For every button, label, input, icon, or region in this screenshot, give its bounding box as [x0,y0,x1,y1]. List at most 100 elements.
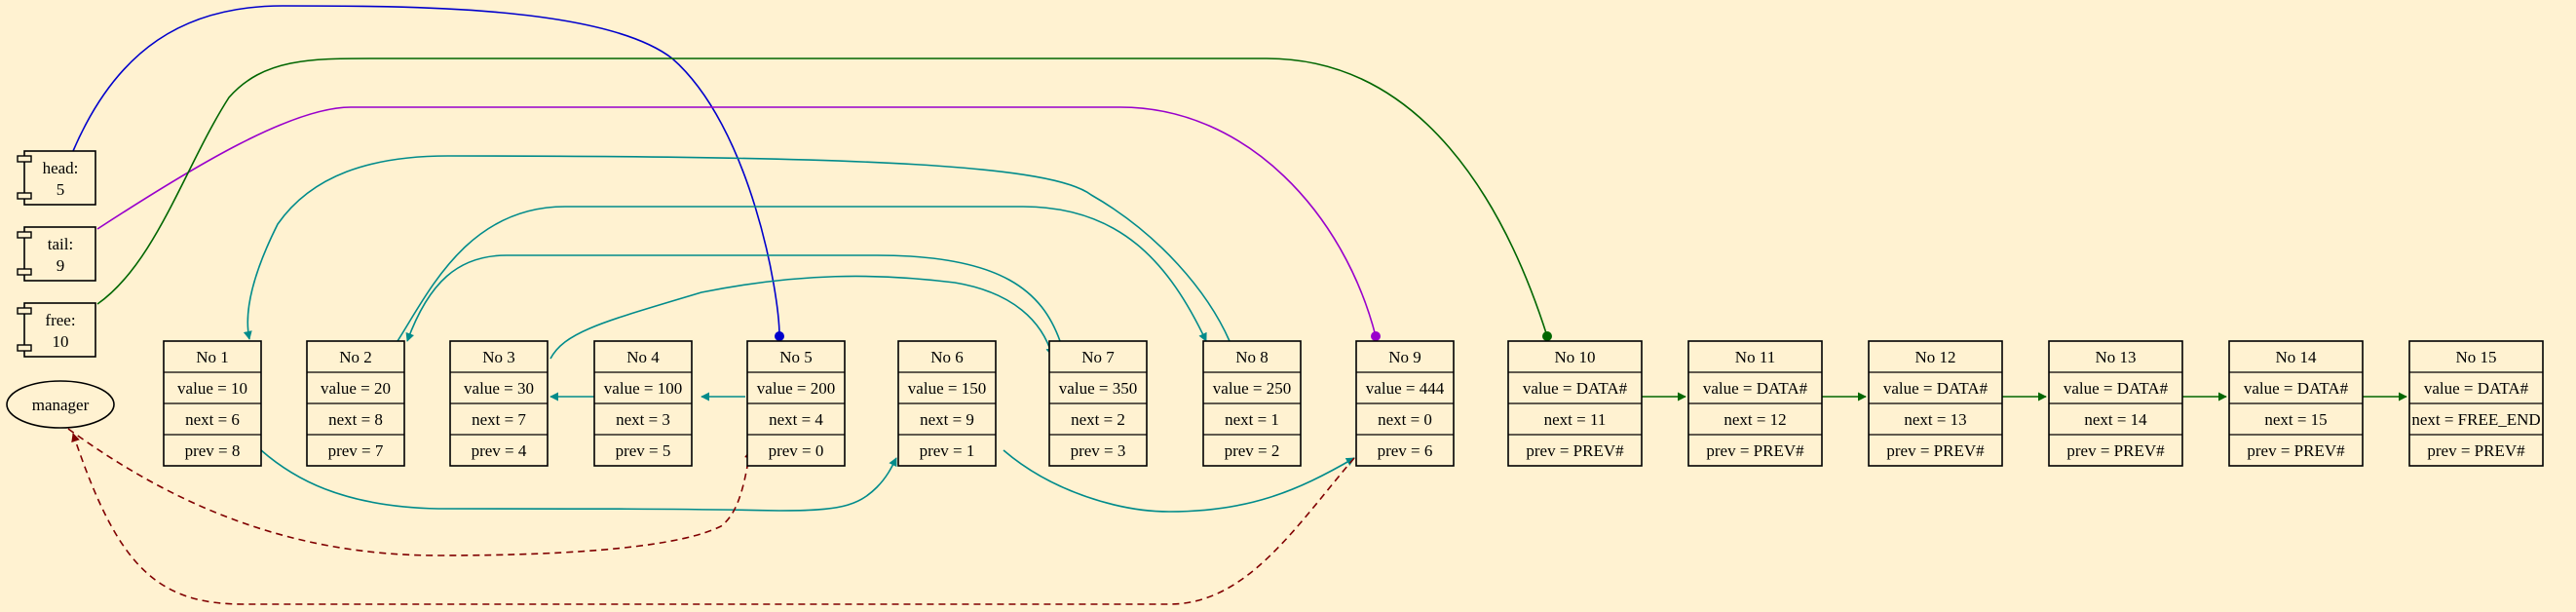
node-7-prev: prev = 3 [1071,441,1126,460]
node-12-label: No 12 [1914,348,1955,366]
manager-to-node9 [71,433,1355,605]
link-3-7 [549,275,1055,360]
node-9-label: No 9 [1388,348,1421,366]
node-7-next: next = 2 [1071,410,1125,429]
link-2-8 [397,206,1207,342]
node-3-label: No 3 [482,348,515,366]
head-edge [72,5,784,341]
link-2-1 [243,155,1231,342]
node-2-prev: prev = 7 [328,441,384,460]
node-12-value: value = DATA# [1883,379,1989,398]
node-11-next: next = 12 [1724,410,1786,429]
list-node-10: No 10 value = DATA# next = 11 prev = PREV# [1507,340,1643,467]
manager-node: manager [6,380,115,429]
list-node-7: No 7 value = 350 next = 2 prev = 3 [1048,340,1148,467]
head-pointer-value: 5 [57,180,65,199]
node-4-value: value = 100 [604,379,682,398]
node-14-prev: prev = PREV# [2247,441,2345,460]
link-6-9 [1003,449,1355,513]
node-4-prev: prev = 5 [616,441,671,460]
list-node-5: No 5 value = 200 next = 4 prev = 0 [746,340,846,467]
node-1-value: value = 10 [177,379,247,398]
node-15-label: No 15 [2455,348,2496,366]
node-10-prev: prev = PREV# [1526,441,1624,460]
node-6-label: No 6 [930,348,964,366]
node-14-value: value = DATA# [2244,379,2349,398]
node-3-value: value = 30 [464,379,534,398]
list-node-6: No 6 value = 150 next = 9 prev = 1 [897,340,997,467]
tail-edge [96,106,1381,341]
free-pointer-name: free: [45,311,75,329]
list-node-13: No 13 value = DATA# next = 14 prev = PREV# [2048,340,2183,467]
node-12-prev: prev = PREV# [1886,441,1985,460]
list-node-14: No 14 value = DATA# next = 15 prev = PREV# [2228,340,2364,467]
node-1-prev: prev = 8 [185,441,241,460]
node-11-prev: prev = PREV# [1706,441,1804,460]
node-11-label: No 11 [1735,348,1775,366]
node-2-label: No 2 [339,348,372,366]
free-edge [96,57,1552,341]
node-7-value: value = 350 [1059,379,1137,398]
node-8-value: value = 250 [1213,379,1291,398]
head-pointer-name: head: [43,159,79,177]
node-4-label: No 4 [626,348,660,366]
manager-label: manager [32,396,90,414]
node-3-prev: prev = 4 [472,441,527,460]
list-node-1: No 1 value = 10 next = 6 prev = 8 [163,340,262,467]
list-node-2: No 2 value = 20 next = 8 prev = 7 [306,340,405,467]
node-15-prev: prev = PREV# [2427,441,2525,460]
node-8-prev: prev = 2 [1225,441,1280,460]
node-5-value: value = 200 [757,379,835,398]
node-11-value: value = DATA# [1703,379,1808,398]
free-pointer: free: 10 [17,302,96,358]
node-6-next: next = 9 [920,410,974,429]
node-5-next: next = 4 [769,410,823,429]
node-2-next: next = 8 [328,410,383,429]
list-node-3: No 3 value = 30 next = 7 prev = 4 [449,340,549,467]
node-5-prev: prev = 0 [769,441,824,460]
list-node-9: No 9 value = 444 next = 0 prev = 6 [1355,340,1455,467]
node-10-value: value = DATA# [1523,379,1628,398]
list-node-8: No 8 value = 250 next = 1 prev = 2 [1202,340,1302,467]
edges [67,5,2407,605]
link-3-2 [405,254,1061,342]
node-5-label: No 5 [779,348,813,366]
node-14-label: No 14 [2275,348,2317,366]
node-14-next: next = 15 [2264,410,2327,429]
pointer-boxes: head: 5 tail: 9 free: 10 [17,150,96,358]
node-15-next: next = FREE_END [2411,410,2540,429]
list-node-4: No 4 value = 100 next = 3 prev = 5 [593,340,693,467]
node-6-prev: prev = 1 [920,441,975,460]
free-pointer-value: 10 [53,332,69,351]
node-6-value: value = 150 [908,379,986,398]
tail-pointer-name: tail: [48,235,73,253]
node-13-value: value = DATA# [2064,379,2169,398]
tail-pointer: tail: 9 [17,226,96,282]
node-8-next: next = 1 [1225,410,1279,429]
tail-pointer-value: 9 [57,256,65,275]
list-node-12: No 12 value = DATA# next = 13 prev = PREV# [1868,340,2003,467]
node-10-label: No 10 [1554,348,1595,366]
node-10-next: next = 11 [1544,410,1607,429]
link-1-6 [260,449,897,512]
node-13-prev: prev = PREV# [2066,441,2165,460]
list-node-11: No 11 value = DATA# next = 12 prev = PREV# [1687,340,1823,467]
node-13-label: No 13 [2095,348,2136,366]
node-3-next: next = 7 [472,410,526,429]
node-13-next: next = 14 [2084,410,2147,429]
node-8-label: No 8 [1235,348,1269,366]
node-1-label: No 1 [196,348,229,366]
node-2-value: value = 20 [321,379,391,398]
node-12-next: next = 13 [1904,410,1966,429]
head-pointer: head: 5 [17,150,96,206]
node-1-next: next = 6 [185,410,240,429]
node-15-value: value = DATA# [2424,379,2529,398]
list-nodes: No 1 value = 10 next = 6 prev = 8 No 2 value … [163,340,2544,467]
node-7-label: No 7 [1081,348,1115,366]
node-9-prev: prev = 6 [1378,441,1433,460]
node-9-next: next = 0 [1378,410,1432,429]
node-9-value: value = 444 [1366,379,1445,398]
node-4-next: next = 3 [616,410,670,429]
